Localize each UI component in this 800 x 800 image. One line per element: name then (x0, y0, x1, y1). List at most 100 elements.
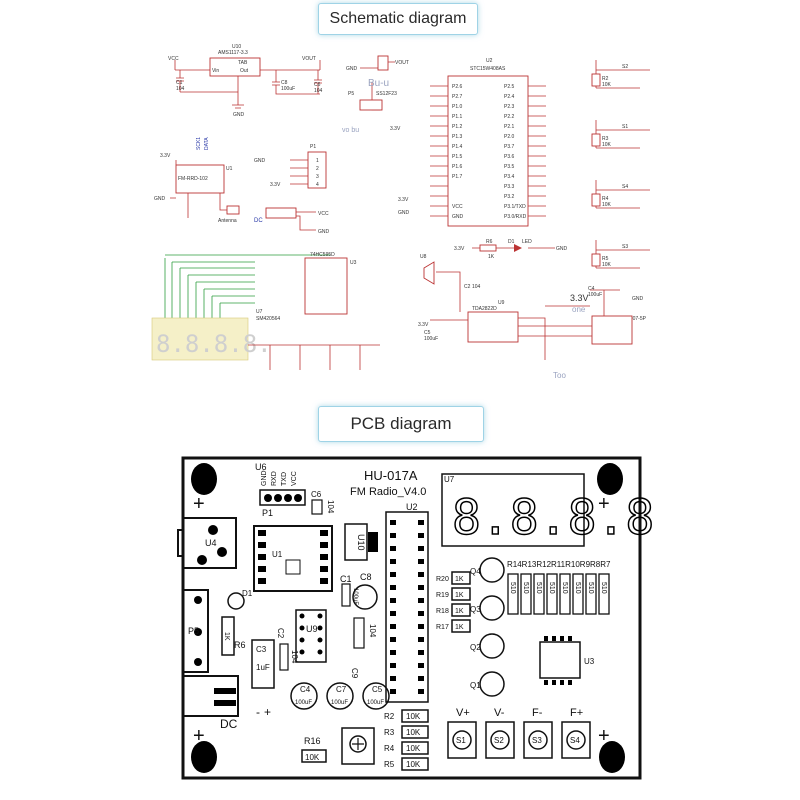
svg-text:R6: R6 (234, 640, 246, 650)
svg-text:DC: DC (220, 717, 238, 731)
svg-text:Vin: Vin (212, 68, 219, 74)
vout-label: VOUT (302, 56, 316, 62)
fm-module-section: FM-RRD-102 U1 3.3V GND SCK1 DATA Antenna (154, 137, 240, 224)
mcu-right-pin: P3.5 (504, 164, 515, 170)
svg-text:100uF: 100uF (352, 588, 358, 605)
mcu-right-pin: P2.5 (504, 84, 515, 90)
key-ref: S1 (456, 736, 466, 745)
key-res-ref: R3 (384, 728, 395, 737)
header-pin-label: TXD (281, 472, 288, 486)
svg-text:U10: U10 (356, 534, 366, 551)
small-res-ref: R18 (436, 608, 449, 615)
small-res-ref: R20 (436, 576, 449, 583)
svg-text:1K: 1K (488, 254, 495, 260)
svg-text:C3: C3 (256, 645, 267, 654)
button-ref: S4 (622, 184, 628, 190)
cap-ref: C4 (300, 685, 311, 694)
svg-text:SM420564: SM420564 (256, 316, 280, 322)
mcu-right-pin: P2.3 (504, 104, 515, 110)
svg-text:3.3V: 3.3V (390, 126, 401, 132)
mcu-left-pin: P2.7 (452, 94, 463, 100)
mcu-right-pin: P3.0/RXD (504, 214, 527, 220)
key-res-val: 10K (406, 712, 421, 721)
svg-text:U7: U7 (256, 309, 263, 315)
svg-text:U3: U3 (584, 657, 595, 666)
cap-value: 100uF (295, 700, 312, 706)
svg-text:3.3V: 3.3V (570, 293, 589, 303)
svg-text:U7: U7 (444, 475, 455, 484)
mcu-right-pin: P3.6 (504, 154, 515, 160)
dc-jack-section: DC VCC GND (254, 207, 330, 235)
mcu-left-pin: P1.3 (452, 134, 463, 140)
svg-text:3.3V: 3.3V (454, 246, 465, 252)
mcu-right-pin: P2.1 (504, 124, 515, 130)
board-name: HU-017A (364, 468, 418, 483)
svg-text:74HC595D: 74HC595D (310, 252, 335, 258)
mcu-left-pin: P2.6 (452, 84, 463, 90)
small-res-val: 1K (455, 592, 464, 599)
svg-text:U1: U1 (272, 550, 283, 559)
svg-text:104: 104 (290, 650, 299, 664)
svg-text:100uF: 100uF (424, 336, 438, 342)
svg-text:100uF: 100uF (588, 292, 602, 298)
svg-text:Antenna: Antenna (218, 218, 237, 224)
key-res-ref: R4 (384, 744, 395, 753)
led-section: 3.3V R6 1K D1 LED GND (454, 239, 568, 260)
svg-text:C1: C1 (176, 80, 183, 86)
key-ref: S4 (570, 736, 580, 745)
svg-text:FM-RRD-102: FM-RRD-102 (178, 176, 208, 182)
board-version: FM Radio_V4.0 (350, 486, 426, 498)
header-pin-label: GND (261, 470, 268, 486)
mcu-section: U2 STC15W408AS P2.6P2.7P1.0P1.1P1.2P1.3P… (398, 58, 546, 227)
mcu-right-pin: P3.4 (504, 174, 515, 180)
schematic-7seg: 8.8.8.8. (156, 330, 272, 358)
mcu-left-pin: P1.0 (452, 104, 463, 110)
mcu-left-pin: P1.5 (452, 154, 463, 160)
svg-text:one: one (572, 305, 586, 314)
mcu-left-pin: P1.4 (452, 144, 463, 150)
svg-text:+: + (598, 493, 610, 515)
svg-text:R14R13R12R11R10R9R8R7: R14R13R12R11R10R9R8R7 (507, 560, 611, 569)
mcu-right-pin: P3.2 (504, 194, 515, 200)
svg-text:3.3V: 3.3V (398, 197, 409, 203)
svg-text:104: 104 (314, 88, 323, 94)
svg-text:+: + (193, 725, 205, 747)
header-pin-label: VCC (291, 471, 298, 486)
mcu-left-pin: GND (452, 214, 464, 220)
key-label: V- (494, 707, 505, 719)
svg-text:104: 104 (472, 284, 481, 290)
p1-pin: 4 (316, 182, 319, 188)
mount-hole-bl (191, 741, 217, 773)
svg-text:Out: Out (240, 68, 249, 74)
key-res-ref: R5 (384, 760, 395, 769)
button-res-val: 10K (602, 142, 612, 148)
svg-text:U2: U2 (406, 502, 418, 512)
u10-ref: U10 (232, 44, 241, 50)
svg-text:U6: U6 (255, 462, 267, 472)
svg-text:-: - (256, 705, 260, 719)
small-res-ref: R19 (436, 592, 449, 599)
svg-text:SS12F23: SS12F23 (376, 91, 397, 97)
svg-text:R6: R6 (486, 239, 493, 245)
button-res-ref: R2 (602, 76, 609, 82)
svg-text:P1: P1 (310, 144, 316, 150)
svg-text:104: 104 (368, 624, 377, 638)
mcu-left-pin: P1.6 (452, 164, 463, 170)
display-wiring: 74HC595D U3 8.8.8.8. U7 SM420564 (151, 252, 380, 370)
cap-ref: C5 (372, 685, 383, 694)
small-res-val: 1K (455, 624, 464, 631)
button-res-val: 10K (602, 202, 612, 208)
svg-text:3.3V: 3.3V (418, 322, 429, 328)
svg-text:C5: C5 (424, 330, 431, 336)
svg-text:C1: C1 (340, 574, 352, 584)
mcu-right-pin: P2.2 (504, 114, 515, 120)
key-label: F- (532, 707, 543, 719)
svg-text:GND: GND (154, 196, 166, 202)
mcu-left-pin: P1.2 (452, 124, 463, 130)
transistor-ref: Q2 (470, 643, 481, 652)
svg-text:TDA2822D: TDA2822D (472, 306, 497, 312)
res-bank-value: 510 (600, 582, 607, 594)
svg-text:104: 104 (326, 500, 335, 514)
button-ref: S3 (622, 244, 628, 250)
svg-text:U8: U8 (420, 254, 427, 260)
